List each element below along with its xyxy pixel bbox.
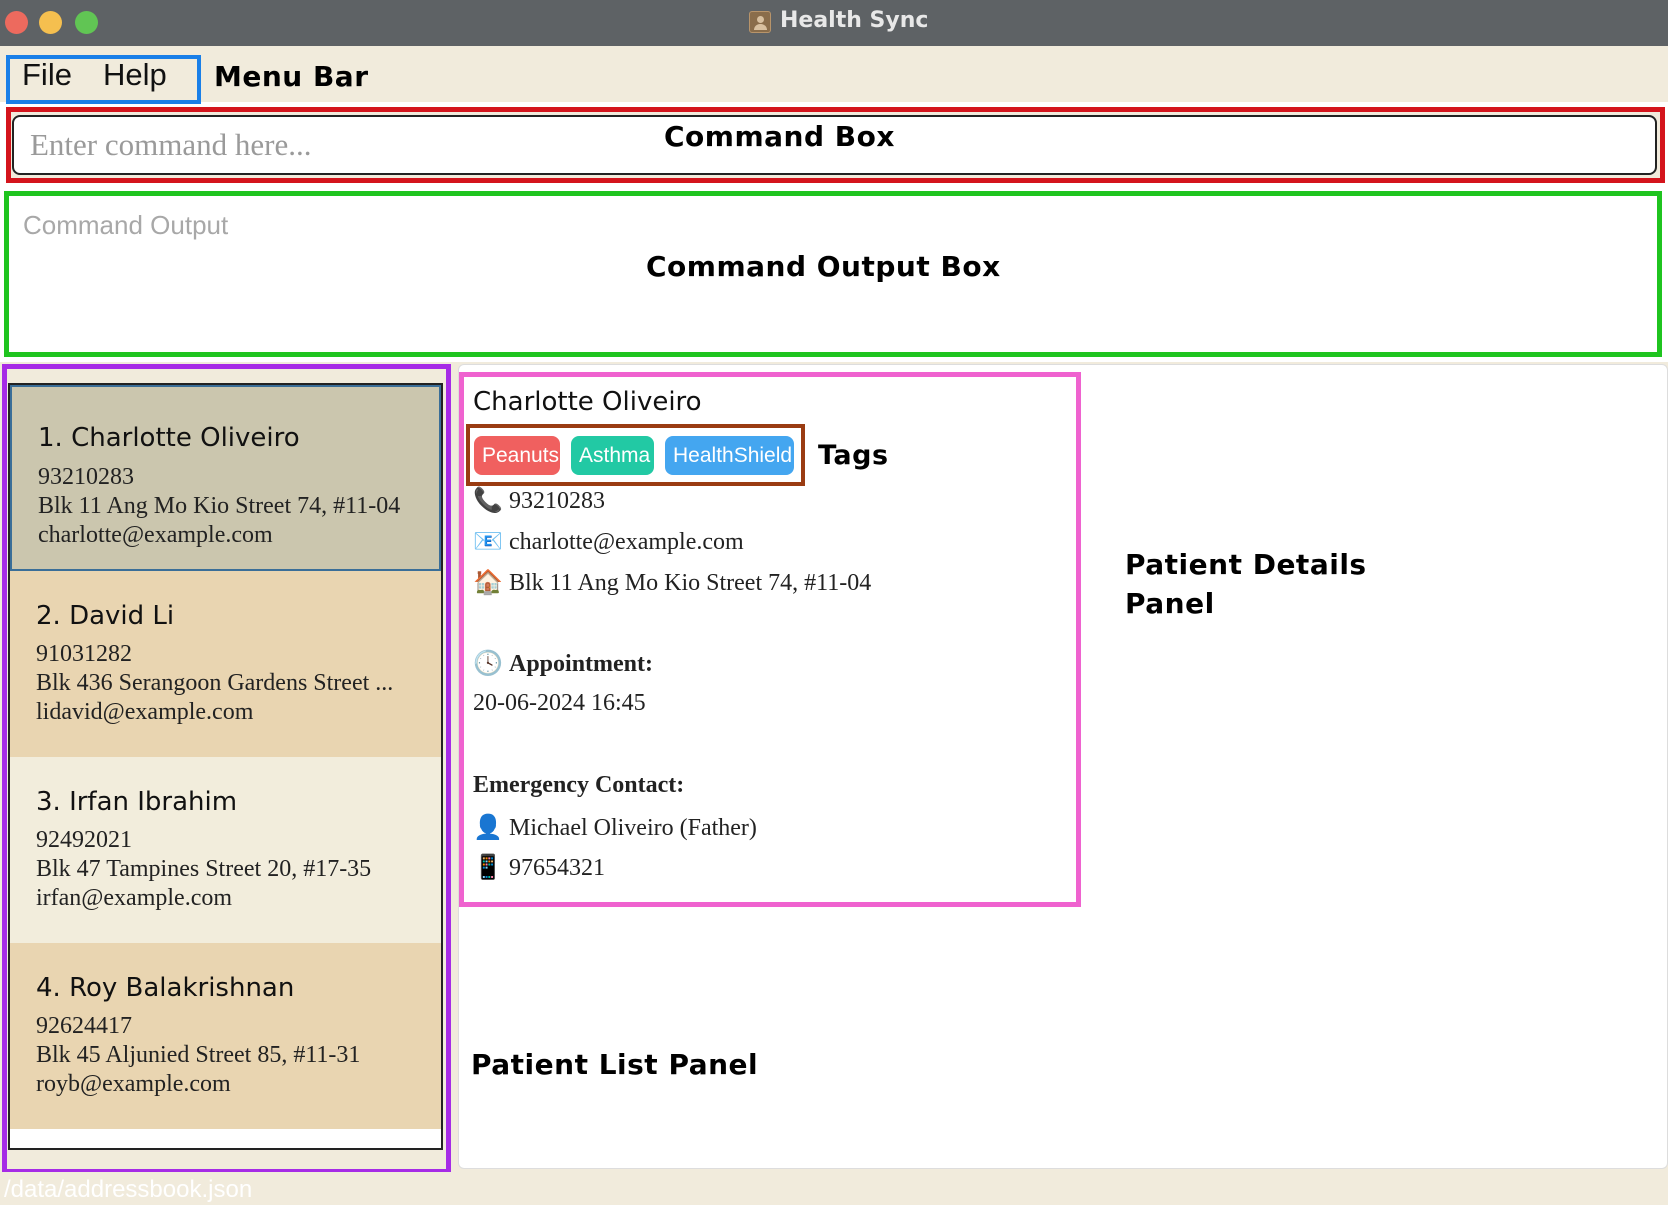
status-bar bbox=[0, 1172, 1668, 1205]
status-file-path: /data/addressbook.json bbox=[4, 1176, 253, 1203]
command-output-placeholder: Command Output bbox=[23, 210, 229, 240]
patient-phone: 93210283 bbox=[38, 464, 134, 490]
patient-card[interactable]: 4. Roy Balakrishnan 92624417 Blk 45 Alju… bbox=[10, 943, 441, 1129]
menu-help[interactable]: Help bbox=[103, 57, 167, 92]
patient-name: 2. David Li bbox=[36, 601, 175, 631]
patient-email: lidavid@example.com bbox=[36, 699, 254, 725]
house-icon: 🏠 bbox=[473, 570, 503, 596]
details-name: Charlotte Oliveiro bbox=[473, 387, 702, 417]
details-address: Blk 11 Ang Mo Kio Street 74, #11-04 bbox=[509, 570, 872, 596]
details-appointment-label-row: 🕓Appointment: bbox=[473, 649, 653, 678]
maximize-window-button[interactable] bbox=[75, 11, 98, 34]
menu-bar-highlight bbox=[6, 55, 201, 104]
annotation-command-box: Command Box bbox=[664, 120, 895, 153]
details-phone-row: 📞93210283 bbox=[473, 486, 605, 515]
window-title: Health Sync bbox=[780, 8, 929, 33]
patient-phone: 92624417 bbox=[36, 1013, 132, 1039]
annotation-command-output-box: Command Output Box bbox=[646, 250, 1001, 283]
patient-address: Blk 47 Tampines Street 20, #17-35 bbox=[36, 856, 372, 882]
annotation-patient-details-line1: Patient Details bbox=[1125, 548, 1367, 581]
app-icon bbox=[749, 11, 771, 33]
appointment-label: Appointment: bbox=[509, 651, 654, 677]
command-input[interactable] bbox=[12, 115, 1657, 175]
details-appointment: 20-06-2024 16:45 bbox=[473, 690, 646, 716]
patient-address: Blk 436 Serangoon Gardens Street ... bbox=[36, 670, 394, 696]
details-email: charlotte@example.com bbox=[509, 529, 744, 555]
menu-file[interactable]: File bbox=[22, 57, 72, 92]
emergency-name: Michael Oliveiro (Father) bbox=[509, 815, 757, 841]
menu-bar bbox=[0, 46, 1668, 102]
details-background bbox=[458, 364, 1668, 1169]
patient-list-highlight bbox=[2, 364, 451, 1174]
patient-email: royb@example.com bbox=[36, 1071, 231, 1097]
patient-address: Blk 11 Ang Mo Kio Street 74, #11-04 bbox=[38, 493, 401, 519]
emergency-name-row: 👤Michael Oliveiro (Father) bbox=[473, 813, 757, 842]
person-icon: 👤 bbox=[473, 815, 503, 841]
phone-icon: 📞 bbox=[473, 488, 503, 514]
details-address-row: 🏠Blk 11 Ang Mo Kio Street 74, #11-04 bbox=[473, 568, 871, 597]
emergency-phone-row: 📱97654321 bbox=[473, 853, 605, 882]
patient-name: 3. Irfan Ibrahim bbox=[36, 787, 238, 817]
tag-asthma: Asthma bbox=[571, 436, 654, 475]
tags-highlight bbox=[466, 424, 805, 486]
mobile-phone-icon: 📱 bbox=[473, 855, 503, 881]
tag-healthshield: HealthShield bbox=[665, 436, 794, 475]
annotation-menu-bar: Menu Bar bbox=[214, 60, 369, 93]
patient-email: charlotte@example.com bbox=[38, 522, 273, 548]
details-email-row: 📧charlotte@example.com bbox=[473, 527, 744, 556]
emergency-phone: 97654321 bbox=[509, 855, 605, 881]
tag-peanuts: Peanuts bbox=[474, 436, 560, 475]
patient-address: Blk 45 Aljunied Street 85, #11-31 bbox=[36, 1042, 361, 1068]
minimize-window-button[interactable] bbox=[39, 11, 62, 34]
title-bar bbox=[0, 0, 1668, 46]
email-icon: 📧 bbox=[473, 529, 503, 555]
patient-card[interactable]: 2. David Li 91031282 Blk 436 Serangoon G… bbox=[10, 571, 441, 757]
patient-email: irfan@example.com bbox=[36, 885, 233, 911]
patient-phone: 91031282 bbox=[36, 641, 132, 667]
emergency-contact-label: Emergency Contact: bbox=[473, 772, 685, 798]
patient-phone: 92492021 bbox=[36, 827, 132, 853]
annotation-patient-details-line2: Panel bbox=[1125, 587, 1215, 620]
patient-name: 1. Charlotte Oliveiro bbox=[38, 423, 300, 453]
annotation-patient-list: Patient List Panel bbox=[471, 1048, 759, 1081]
command-output-box[interactable] bbox=[4, 191, 1662, 357]
annotation-tags: Tags bbox=[818, 440, 889, 471]
patient-details-highlight bbox=[459, 372, 1081, 907]
patient-card[interactable]: 1. Charlotte Oliveiro 93210283 Blk 11 An… bbox=[10, 385, 441, 571]
close-window-button[interactable] bbox=[5, 11, 28, 34]
patient-name: 4. Roy Balakrishnan bbox=[36, 973, 295, 1003]
details-phone: 93210283 bbox=[509, 488, 605, 514]
clock-icon: 🕓 bbox=[473, 651, 503, 677]
patient-card[interactable]: 3. Irfan Ibrahim 92492021 Blk 47 Tampine… bbox=[10, 757, 441, 943]
